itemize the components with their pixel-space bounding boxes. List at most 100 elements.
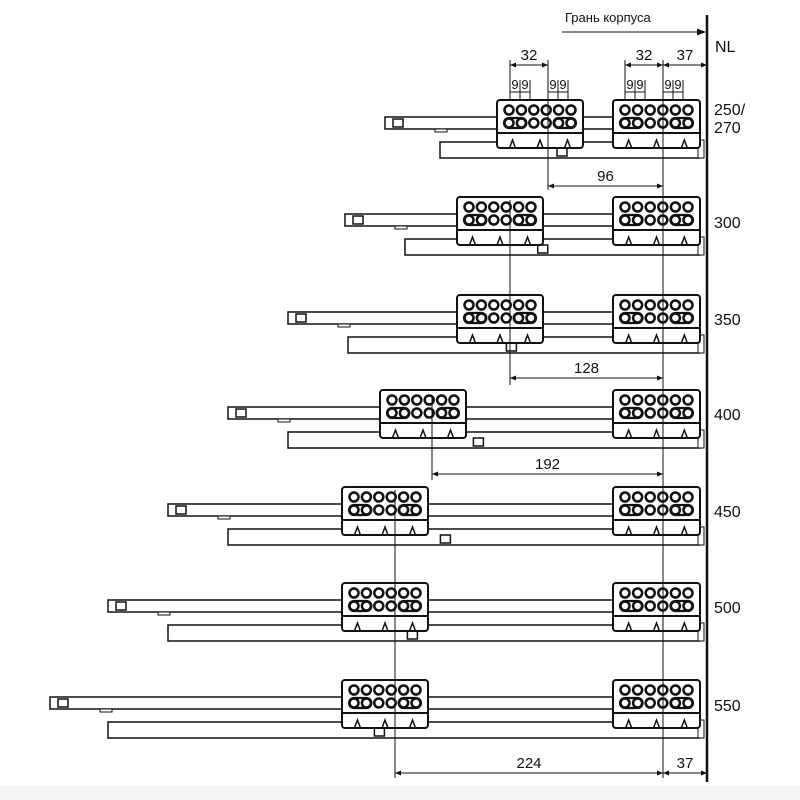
mounting-hole bbox=[644, 504, 656, 516]
bracket-tab bbox=[652, 620, 661, 632]
slot-hole bbox=[397, 696, 423, 710]
mounting-hole bbox=[682, 394, 694, 406]
slot-hole bbox=[512, 213, 538, 227]
slot-hole bbox=[397, 503, 423, 517]
bracket-tab bbox=[652, 524, 661, 536]
mounting-hole bbox=[500, 299, 512, 311]
dim-9-label: 9 bbox=[674, 77, 681, 92]
mounting-hole bbox=[423, 407, 435, 419]
mounting-hole bbox=[423, 394, 435, 406]
dim-9-label: 9 bbox=[664, 77, 671, 92]
mounting-hole bbox=[528, 117, 540, 129]
mounting-hole bbox=[373, 504, 385, 516]
slide-row-1 bbox=[384, 99, 705, 159]
slot-hole bbox=[552, 116, 578, 130]
slot-hole bbox=[618, 503, 644, 517]
bracket-tab bbox=[496, 332, 504, 344]
mounting-hole bbox=[631, 394, 644, 406]
rail-stop bbox=[235, 408, 247, 418]
mounting-hole bbox=[631, 587, 644, 599]
mounting-hole bbox=[682, 299, 694, 311]
bracket-tab bbox=[680, 620, 689, 632]
bottom-band bbox=[0, 786, 800, 800]
mounting-hole bbox=[373, 600, 385, 612]
mounting-hole bbox=[373, 587, 385, 599]
mounting-hole bbox=[512, 299, 525, 311]
bracket-tab bbox=[353, 717, 362, 729]
mounting-hole bbox=[644, 491, 656, 503]
mounting-hole bbox=[373, 491, 385, 503]
mounting-hole bbox=[669, 201, 682, 213]
mounting-hole bbox=[386, 394, 398, 406]
slot-hole bbox=[669, 503, 695, 517]
mounting-hole bbox=[644, 312, 656, 324]
slot-hole bbox=[618, 406, 644, 420]
bracket-tab bbox=[680, 332, 689, 344]
slot-hole bbox=[618, 116, 644, 130]
dim-96-label: 96 bbox=[597, 168, 614, 185]
mounting-hole bbox=[644, 117, 656, 129]
bracket-tab bbox=[624, 717, 633, 729]
bracket-tab bbox=[624, 332, 633, 344]
bracket-tab bbox=[523, 234, 532, 246]
slide-row-6 bbox=[107, 582, 705, 642]
nl-size-label: 270 bbox=[714, 120, 741, 137]
dim-128-label: 128 bbox=[574, 360, 599, 377]
slot-hole bbox=[669, 311, 695, 325]
bracket-tab bbox=[496, 234, 504, 246]
mounting-hole bbox=[552, 104, 565, 116]
bracket-tab bbox=[353, 524, 362, 536]
mounting-hole bbox=[410, 587, 422, 599]
mounting-hole bbox=[488, 201, 500, 213]
slot-hole bbox=[618, 599, 644, 613]
bracket-tab bbox=[680, 137, 689, 149]
mounting-hole bbox=[435, 394, 448, 406]
bracket-tab bbox=[408, 717, 417, 729]
mounting-hole bbox=[385, 697, 397, 709]
rail-stop bbox=[115, 601, 127, 611]
lower-stop bbox=[439, 534, 452, 544]
bracket-tab bbox=[652, 717, 661, 729]
nl-size-label: 450 bbox=[714, 504, 741, 521]
nl-size-label: 250/ bbox=[714, 102, 746, 119]
dim-37-top-label: 37 bbox=[677, 47, 694, 64]
mounting-hole bbox=[644, 697, 656, 709]
rail-clip bbox=[157, 611, 171, 616]
mounting-hole bbox=[373, 684, 385, 696]
mounting-hole bbox=[540, 104, 552, 116]
mounting-hole bbox=[528, 104, 540, 116]
mounting-hole bbox=[631, 201, 644, 213]
dim-9-label: 9 bbox=[549, 77, 556, 92]
mounting-hole bbox=[410, 684, 422, 696]
bracket-tab bbox=[446, 427, 455, 439]
bracket-tab bbox=[680, 717, 689, 729]
rail-stop bbox=[175, 505, 187, 515]
mounting-hole bbox=[644, 407, 656, 419]
dim-9-label: 9 bbox=[626, 77, 633, 92]
bracket-tab bbox=[680, 234, 689, 246]
upper-rail bbox=[287, 311, 614, 325]
bracket-tab bbox=[624, 427, 633, 439]
mounting-hole bbox=[385, 504, 397, 516]
mounting-hole bbox=[411, 407, 423, 419]
mounting-hole bbox=[669, 299, 682, 311]
mounting-hole bbox=[463, 299, 475, 311]
slide-row-4 bbox=[227, 389, 705, 449]
bracket-tab bbox=[680, 524, 689, 536]
nl-size-label: 300 bbox=[714, 215, 741, 232]
slot-hole bbox=[669, 696, 695, 710]
mounting-hole bbox=[503, 104, 515, 116]
mounting-hole bbox=[397, 684, 410, 696]
mounting-hole bbox=[360, 491, 373, 503]
dim-192-label: 192 bbox=[535, 456, 560, 473]
mounting-hole bbox=[682, 684, 694, 696]
rail-stop bbox=[392, 118, 404, 128]
mounting-hole bbox=[360, 587, 373, 599]
mounting-hole bbox=[411, 394, 423, 406]
mounting-hole bbox=[644, 394, 656, 406]
slot-hole bbox=[669, 213, 695, 227]
mounting-hole bbox=[669, 104, 682, 116]
slot-hole bbox=[347, 696, 373, 710]
slot-hole bbox=[512, 311, 538, 325]
